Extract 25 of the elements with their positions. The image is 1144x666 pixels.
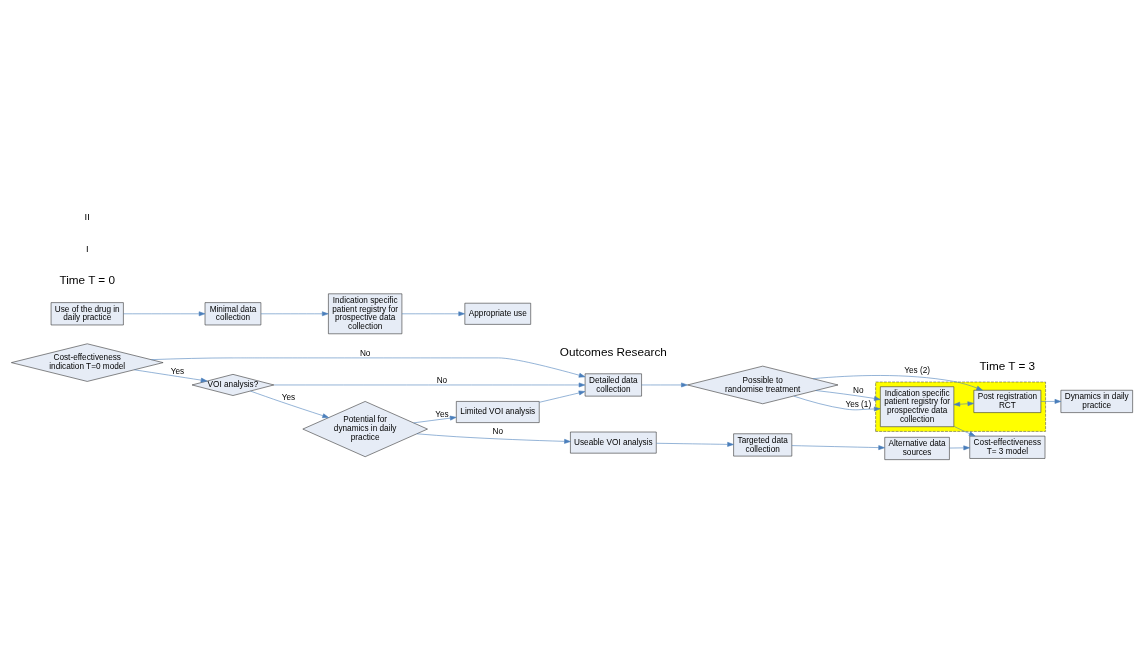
arrow [273,382,586,387]
arrow [416,433,571,444]
label: Time T = 0 [59,272,116,286]
arrow [413,415,457,423]
arrow [260,310,329,316]
arrow [656,441,734,447]
arrow [151,357,586,378]
arrow [949,445,970,450]
arrow [123,310,206,316]
label: Time T = 3 [979,358,1036,372]
arrow [815,389,881,401]
arrow [812,374,983,390]
label: I [85,242,89,254]
arrow [953,425,976,436]
arrow [539,390,586,403]
arrow [134,369,208,382]
arrow [793,395,881,411]
arrow [641,382,688,387]
arrow [401,310,465,316]
arrow [1040,398,1062,404]
arrow [953,400,975,407]
arrow [250,390,329,418]
arrow [791,444,885,450]
label: Outcomes Research [559,344,667,358]
label: II [84,210,90,222]
